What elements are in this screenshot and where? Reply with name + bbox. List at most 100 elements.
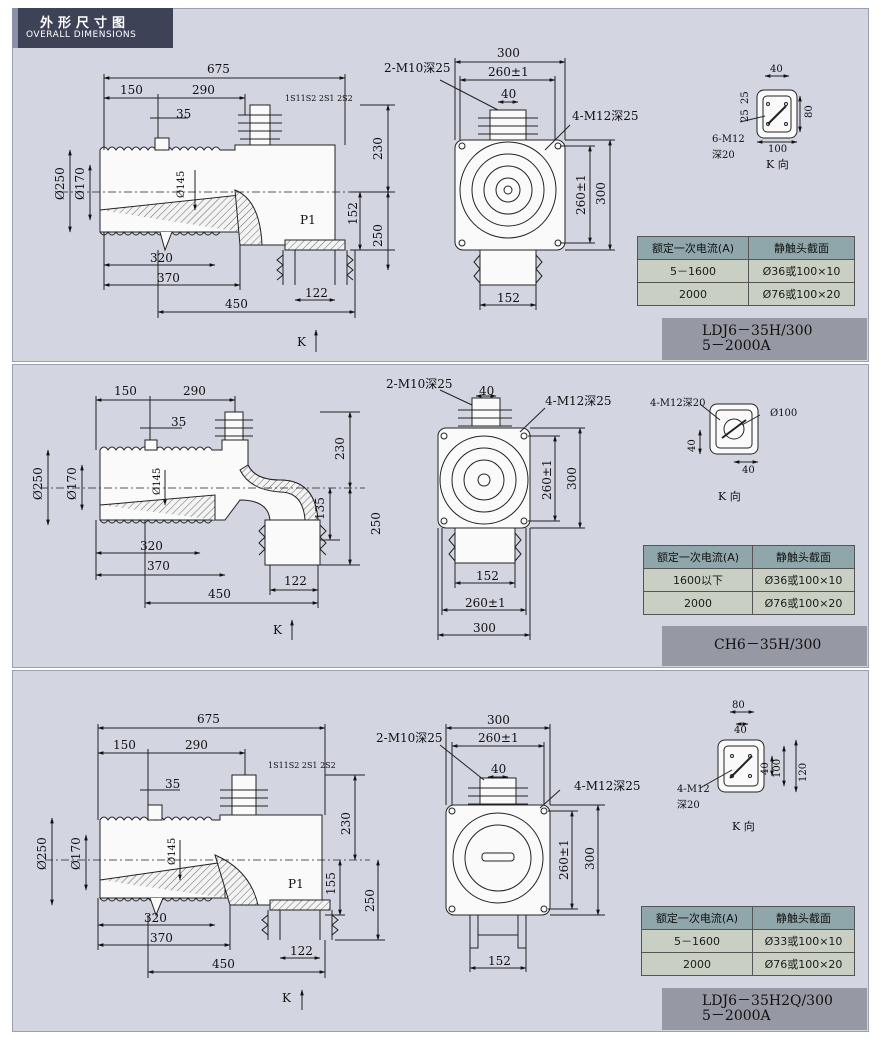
model-label-2: CH6－35H/300 (662, 626, 867, 666)
dim-label: 152 (346, 202, 360, 225)
dim-label: 40 (687, 439, 698, 452)
dim-label: 300 (487, 713, 510, 727)
dim-label: 150 (120, 83, 143, 97)
header-accent (12, 8, 18, 48)
thread-label: 深20 (677, 799, 700, 811)
thread-label: 2-M10深25 (376, 731, 443, 745)
dim-label: Ø170 (73, 167, 87, 200)
dim-label: 40 (501, 87, 516, 101)
dim-label: 120 (798, 763, 809, 782)
table-cell: 5－1600 (641, 929, 753, 953)
p1-label: P1 (300, 213, 316, 227)
spec-table-2: 额定一次电流(A) 静触头截面 1600以下 Ø36或100×10 2000 Ø… (643, 545, 855, 615)
dim-label: 260±1 (465, 596, 506, 610)
dim-label: 675 (207, 62, 230, 76)
dim-label: 40 (734, 725, 747, 736)
dim-label: 40 (491, 762, 506, 776)
spec-table-3: 额定一次电流(A) 静触头截面 5－1600 Ø33或100×10 2000 Ø… (641, 906, 855, 976)
thread-label: 4-M12 (677, 784, 710, 795)
dim-label: Ø250 (53, 167, 67, 200)
dim-label: 260±1 (574, 174, 588, 215)
s1-side-view (60, 74, 395, 352)
dim-label: Ø100 (770, 408, 797, 419)
s2-front-labels: 2-M10深25 40 4-M12深25 260±1 300 152 260±1… (386, 377, 612, 635)
table-header: 额定一次电流(A) (643, 545, 753, 569)
dim-label: 290 (192, 83, 215, 97)
dim-label: 25 (740, 109, 751, 122)
spec-table-1: 额定一次电流(A) 静触头截面 5－1600 Ø36或100×10 2000 Ø… (637, 236, 855, 306)
terminal-labels: 1S11S2 2S1 2S2 (285, 94, 353, 103)
dim-label: 122 (290, 944, 313, 958)
model-label-3: LDJ6－35H2Q/300 5－2000A (662, 988, 867, 1030)
dim-label: 370 (147, 559, 170, 573)
table-cell: 2000 (641, 952, 753, 976)
dim-label: 230 (339, 812, 353, 835)
dim-label: 150 (113, 738, 136, 752)
dim-label: 122 (305, 286, 328, 300)
model-name: CH6－35H/300 (714, 637, 822, 653)
dim-label: 290 (185, 738, 208, 752)
dim-label: 260±1 (488, 65, 529, 79)
dim-label: 450 (225, 297, 248, 311)
table-row: 2000 Ø76或100×20 (641, 952, 855, 976)
s2-front-view (437, 389, 585, 640)
dim-label: 40 (479, 384, 494, 398)
thread-label: 2-M10深25 (386, 377, 453, 391)
table-row: 5－1600 Ø33或100×10 (641, 929, 855, 953)
dim-label: 122 (284, 574, 307, 588)
model-name: LDJ6－35H2Q/300 (702, 993, 833, 1009)
model-rating: 5－2000A (702, 1008, 771, 1024)
s1-k-view (739, 74, 802, 144)
s1-front-view (439, 58, 615, 310)
dim-label: 80 (804, 105, 815, 118)
dim-label: 450 (212, 957, 235, 971)
p1-label: P1 (288, 877, 304, 891)
s3-side-view (45, 724, 385, 1010)
dim-label: 260±1 (557, 839, 571, 880)
s1-k-labels: 40 25 25 80 100 6-M12 深20 K 向 (712, 64, 815, 171)
table-cell: 2000 (643, 591, 753, 615)
thread-label: 4-M12深25 (545, 394, 612, 408)
table-cell: Ø76或100×20 (752, 952, 855, 976)
dim-label: Ø250 (35, 837, 49, 870)
thread-label: 4-M12深20 (650, 397, 705, 409)
dim-label: Ø170 (65, 467, 79, 500)
dim-label: 300 (473, 621, 496, 635)
dim-label: 35 (165, 777, 180, 791)
table-cell: Ø36或100×10 (752, 568, 855, 592)
table-cell: Ø33或100×10 (752, 929, 855, 953)
dim-label: 100 (772, 759, 783, 778)
s2-k-labels: 4-M12深20 Ø100 40 40 K 向 (650, 397, 797, 503)
dim-label: Ø170 (69, 837, 83, 870)
dim-label: 135 (313, 497, 327, 520)
dim-label: 152 (488, 954, 511, 968)
dim-label: 155 (324, 872, 338, 895)
table-header: 静触头截面 (752, 545, 855, 569)
s1-front-labels: 300 260±1 40 2-M10深25 4-M12深25 260±1 300… (384, 46, 639, 305)
s3-side-labels: 675 150 290 35 1S11S2 2S1 2S2 230 155 25… (35, 712, 377, 1005)
table-cell: 1600以下 (643, 568, 753, 592)
dim-label: 250 (369, 512, 383, 535)
dim-label: 290 (183, 384, 206, 398)
dim-label: 100 (768, 144, 787, 155)
dim-label: 320 (140, 539, 163, 553)
dim-label: Ø145 (152, 468, 163, 495)
k-view-label: K 向 (718, 489, 741, 503)
dim-label: 250 (363, 889, 377, 912)
dim-label: 300 (583, 847, 597, 870)
model-label-1: LDJ6－35H/300 5－2000A (662, 318, 867, 360)
k-arrow-label: K (297, 335, 307, 349)
s1-side-labels: 675 150 290 35 1S11S2 2S1 2S2 230 152 25… (53, 62, 385, 349)
dim-label: 260±1 (478, 731, 519, 745)
model-name: LDJ6－35H/300 (702, 323, 813, 339)
dim-label: Ø145 (167, 838, 178, 865)
dim-label: 80 (732, 700, 745, 711)
dim-label: Ø250 (31, 467, 45, 500)
s3-front-view (439, 724, 605, 972)
table-cell: Ø76或100×20 (748, 282, 855, 306)
dim-label: 320 (144, 911, 167, 925)
dim-label: 35 (171, 415, 186, 429)
terminal-labels: 1S11S2 2S1 2S2 (268, 761, 336, 770)
table-cell: Ø76或100×20 (752, 591, 855, 615)
